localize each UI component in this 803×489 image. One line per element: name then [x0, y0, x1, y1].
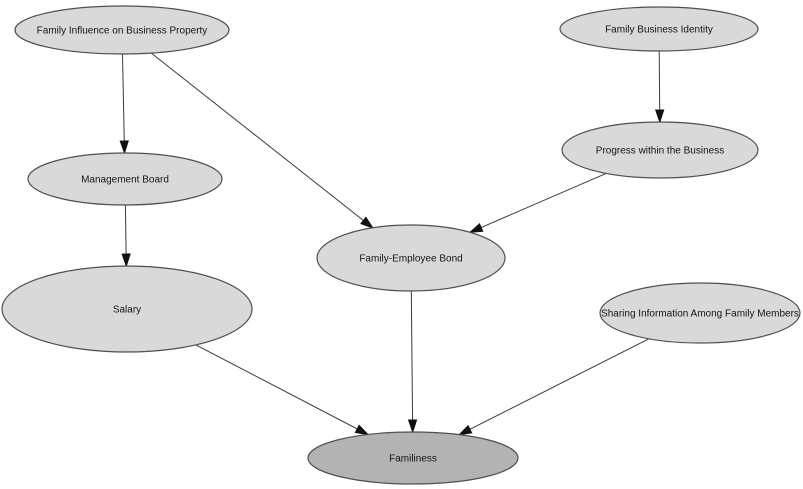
node-label-family-business-identity: Family Business Identity	[605, 25, 713, 36]
edge-family-employee-bond-to-familiness	[411, 290, 412, 432]
node-label-family-influence-on-business-property: Family Influence on Business Property	[37, 26, 208, 37]
node-ellipse-progress-within-the-business	[561, 121, 759, 179]
node-label-salary: Salary	[113, 305, 141, 316]
edge-family-influence-on-business-property-to-family-employee-bond	[150, 52, 372, 228]
edge-management-board-to-salary	[125, 204, 126, 266]
node-ellipse-family-employee-bond	[316, 224, 506, 292]
edge-salary-to-familiness	[195, 344, 368, 435]
node-ellipse-management-board	[27, 152, 223, 206]
node-label-familiness: Familiness	[389, 454, 437, 465]
diagram-node-family-employee-bond: Family-Employee Bond	[316, 224, 506, 292]
node-ellipse-familiness	[307, 431, 519, 485]
edge-sharing-information-among-family-members-to-familiness	[459, 338, 650, 435]
diagram-node-familiness: Familiness	[307, 431, 519, 485]
diagram-node-family-business-identity: Family Business Identity	[559, 6, 759, 52]
diagram-node-progress-within-the-business: Progress within the Business	[561, 121, 759, 179]
node-ellipse-salary	[1, 265, 253, 353]
diagram-node-salary: Salary	[1, 265, 253, 353]
diagram-node-sharing-information-among-family-members: Sharing Information Among Family Members	[599, 282, 801, 344]
edge-family-influence-on-business-property-to-management-board	[123, 53, 125, 153]
edge-layer	[123, 50, 660, 435]
node-label-management-board: Management Board	[81, 175, 169, 186]
node-label-progress-within-the-business: Progress within the Business	[596, 146, 724, 157]
node-label-family-employee-bond: Family-Employee Bond	[359, 254, 462, 265]
edge-family-business-identity-to-progress-within-the-business	[659, 50, 660, 122]
diagram-node-management-board: Management Board	[27, 152, 223, 206]
node-ellipse-sharing-information-among-family-members	[599, 282, 801, 344]
node-label-sharing-information-among-family-members: Sharing Information Among Family Members	[601, 309, 799, 320]
node-ellipse-family-influence-on-business-property	[14, 5, 230, 55]
diagram-node-family-influence-on-business-property: Family Influence on Business Property	[14, 5, 230, 55]
node-ellipse-family-business-identity	[559, 6, 759, 52]
edge-progress-within-the-business-to-family-employee-bond	[470, 172, 607, 232]
